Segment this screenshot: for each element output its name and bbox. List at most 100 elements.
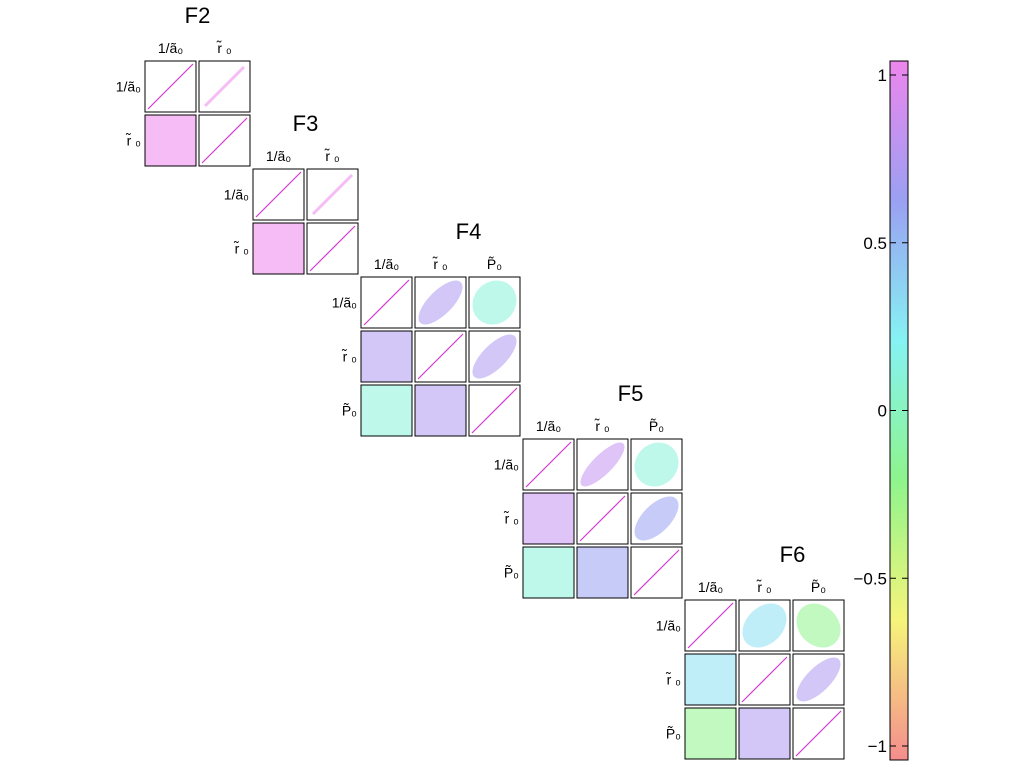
matrix-cell <box>792 599 845 652</box>
diagonal-line <box>363 279 410 326</box>
matrix-cell <box>684 653 737 706</box>
diagonal-line <box>795 710 842 757</box>
colorbar: 1 0.5 0 −0.5 −1 <box>853 60 909 761</box>
matrix-cell <box>792 707 845 760</box>
matrix-title: F4 <box>456 219 482 244</box>
column-label: r̃ ₀ <box>432 255 448 272</box>
correlation-square <box>360 384 413 437</box>
matrix-cell <box>144 114 197 167</box>
row-label: r̃ ₀ <box>665 671 681 688</box>
matrix-f3: F31/ã₀1/ã₀r̃ ₀r̃ ₀ <box>224 111 359 275</box>
diagonal-line <box>741 656 788 703</box>
column-label: r̃ ₀ <box>594 417 610 434</box>
matrix-cell <box>252 222 305 275</box>
colorbar-tick-label: −0.5 <box>853 569 887 588</box>
correlation-ellipse <box>796 603 841 648</box>
column-label: P̃₀ <box>487 256 502 272</box>
row-label: P̃₀ <box>666 725 681 741</box>
diagonal-line <box>417 333 464 380</box>
matrix-cell <box>738 707 791 760</box>
diagonal-line <box>471 387 518 434</box>
diagonal-line <box>579 495 626 542</box>
diagonal-line <box>633 549 680 596</box>
column-label: 1/ã₀ <box>698 579 723 595</box>
matrix-cell <box>684 707 737 760</box>
column-label: r̃ ₀ <box>216 39 232 56</box>
column-label: 1/ã₀ <box>158 40 183 56</box>
correlation-square <box>144 114 197 167</box>
matrix-cell <box>468 330 521 383</box>
column-label: 1/ã₀ <box>374 256 399 272</box>
matrix-cell <box>198 114 251 167</box>
matrix-f2: F21/ã₀1/ã₀r̃ ₀r̃ ₀ <box>116 3 251 167</box>
correlation-ellipse <box>634 496 679 541</box>
matrix-cell <box>522 492 575 545</box>
matrix-cell <box>360 330 413 383</box>
row-label: P̃₀ <box>504 564 519 580</box>
colorbar-tick-label: 0.5 <box>863 234 887 253</box>
row-label: 1/ã₀ <box>116 79 141 95</box>
matrix-f6: F61/ã₀1/ã₀r̃ ₀r̃ ₀P̃₀P̃₀ <box>656 542 845 760</box>
matrix-cell <box>576 492 629 545</box>
diagonal-line <box>309 225 356 272</box>
row-label: r̃ ₀ <box>233 240 249 257</box>
matrix-cell <box>144 60 197 113</box>
matrix-cell <box>522 438 575 491</box>
correlation-ellipse <box>472 334 517 379</box>
matrix-cell <box>360 384 413 437</box>
matrix-title: F2 <box>185 3 211 28</box>
correlation-square <box>360 330 413 383</box>
matrix-cell <box>252 168 305 221</box>
matrix-cell <box>414 330 467 383</box>
matrix-cell <box>738 653 791 706</box>
correlation-square <box>738 707 791 760</box>
correlation-square <box>684 707 737 760</box>
row-label: r̃ ₀ <box>341 348 357 365</box>
diagonal-line <box>201 117 248 164</box>
matrix-cell <box>684 599 737 652</box>
correlation-ellipse <box>203 65 246 108</box>
column-label: 1/ã₀ <box>536 418 561 434</box>
row-label: 1/ã₀ <box>332 295 357 311</box>
matrix-title: F5 <box>618 381 644 406</box>
matrix-cell <box>630 438 683 491</box>
diagonal-line <box>525 441 572 488</box>
correlation-square <box>684 653 737 706</box>
correlation-square <box>252 222 305 275</box>
row-label: 1/ã₀ <box>224 187 249 203</box>
correlation-ellipse <box>311 173 354 216</box>
matrix-cell <box>414 384 467 437</box>
matrix-cell <box>738 599 791 652</box>
correlation-square <box>414 384 467 437</box>
column-label: r̃ ₀ <box>756 578 772 595</box>
correlation-square <box>576 546 629 599</box>
column-label: P̃₀ <box>811 579 826 595</box>
correlation-square <box>522 546 575 599</box>
colorbar-tick-label: −1 <box>868 737 887 756</box>
matrix-cell <box>576 438 629 491</box>
matrix-cell <box>306 168 359 221</box>
column-label: P̃₀ <box>649 418 664 434</box>
correlation-ellipse <box>418 280 463 325</box>
diagonal-line <box>147 63 194 110</box>
row-label: 1/ã₀ <box>656 618 681 634</box>
row-label: P̃₀ <box>342 402 357 418</box>
matrix-cell <box>414 276 467 329</box>
matrix-cell <box>198 60 251 113</box>
correlation-square <box>522 492 575 545</box>
matrix-cell <box>468 384 521 437</box>
diagonal-line <box>687 602 734 649</box>
matrix-cell <box>360 276 413 329</box>
diagonal-line <box>255 171 302 218</box>
matrix-cell <box>630 546 683 599</box>
colorbar-tick-label: 1 <box>878 66 887 85</box>
colorbar-tick-label: 0 <box>878 402 887 421</box>
correlation-ellipse <box>796 657 841 702</box>
row-label: 1/ã₀ <box>494 457 519 473</box>
matrix-f5: F51/ã₀1/ã₀r̃ ₀r̃ ₀P̃₀P̃₀ <box>494 381 683 599</box>
row-label: r̃ ₀ <box>125 132 141 149</box>
correlation-ellipse <box>472 280 517 325</box>
matrix-f4: F4 1/ã₀ 1/ã₀ r̃ ₀ r̃ ₀ P̃₀ P̃₀ <box>332 219 521 437</box>
